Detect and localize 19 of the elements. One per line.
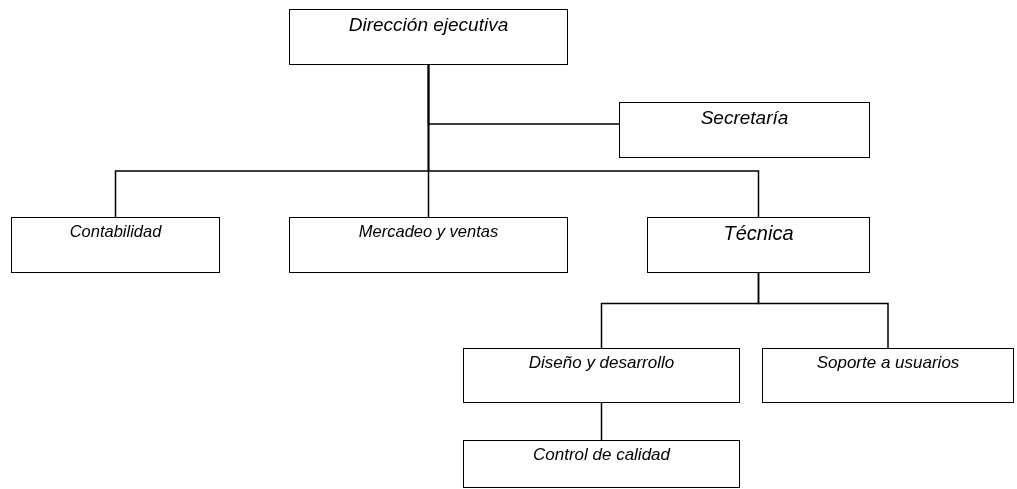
org-box bbox=[463, 348, 740, 403]
unit-name: Secretaría bbox=[700, 107, 789, 129]
unit-name: Dirección ejecutiva bbox=[348, 14, 509, 36]
unit-name: Diseño y desarrollo bbox=[528, 353, 675, 373]
unit-name: Mercadeo y ventas bbox=[358, 222, 499, 241]
unit-name: Contabilidad bbox=[69, 222, 162, 241]
unit-name: Control de calidad bbox=[533, 445, 670, 465]
org-box bbox=[647, 217, 870, 273]
org-box bbox=[619, 102, 870, 158]
org-box bbox=[762, 348, 1014, 403]
org-box bbox=[463, 440, 740, 488]
connector-line bbox=[757, 272, 889, 349]
org-box bbox=[289, 9, 568, 65]
connector-line bbox=[427, 64, 760, 218]
unit-name: Técnica bbox=[723, 222, 794, 245]
org-box bbox=[289, 217, 568, 273]
connector-line bbox=[600, 402, 603, 441]
org-box bbox=[11, 217, 220, 273]
unit-name: Soporte a usuarios bbox=[816, 353, 960, 373]
